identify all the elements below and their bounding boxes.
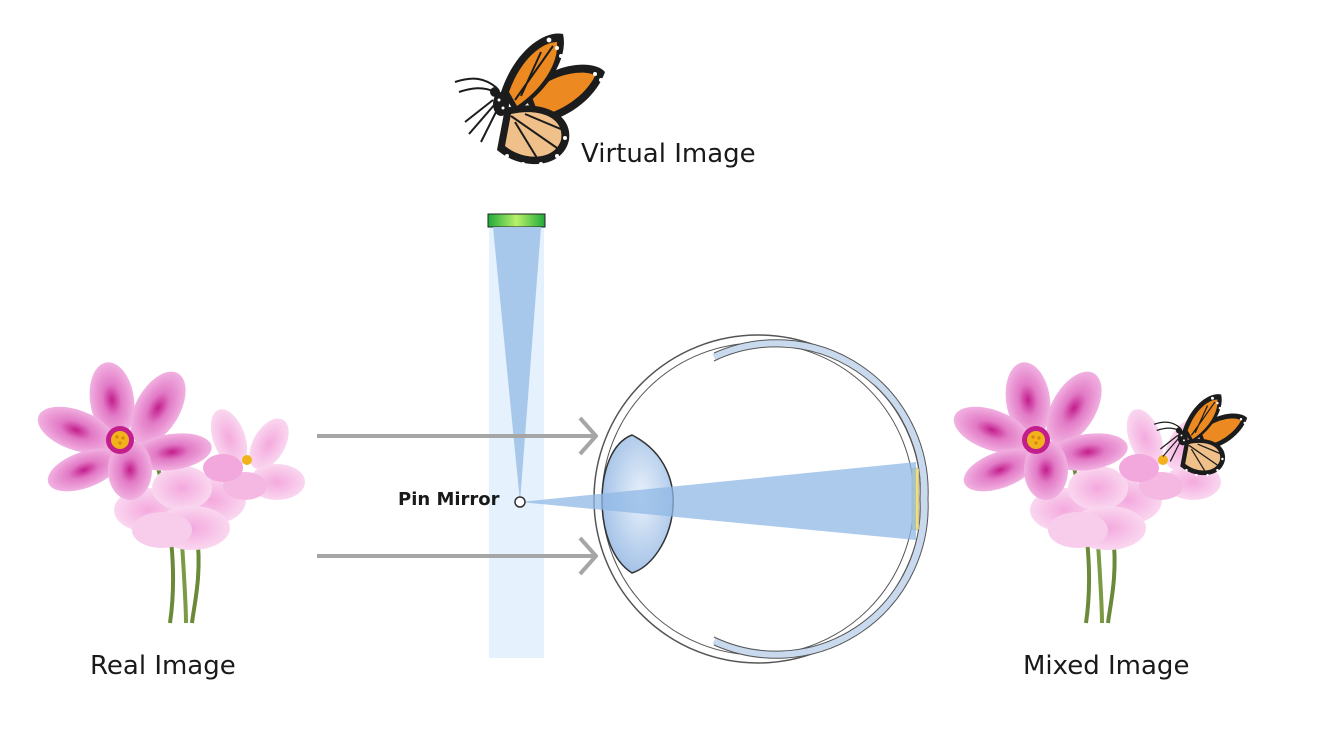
mixed-flowers-icon xyxy=(945,357,1223,625)
pin-mirror-label: Pin Mirror xyxy=(398,489,500,510)
mixed-image-label: Mixed Image xyxy=(1023,651,1190,681)
micro-display xyxy=(487,213,546,228)
real-flowers-icon xyxy=(29,357,307,625)
virtual-image-label: Virtual Image xyxy=(581,139,756,169)
display-light-cone xyxy=(493,227,541,502)
real-image-label: Real Image xyxy=(90,651,236,681)
mirror-light-beam xyxy=(520,462,916,540)
pin-mirror-icon xyxy=(514,496,526,508)
